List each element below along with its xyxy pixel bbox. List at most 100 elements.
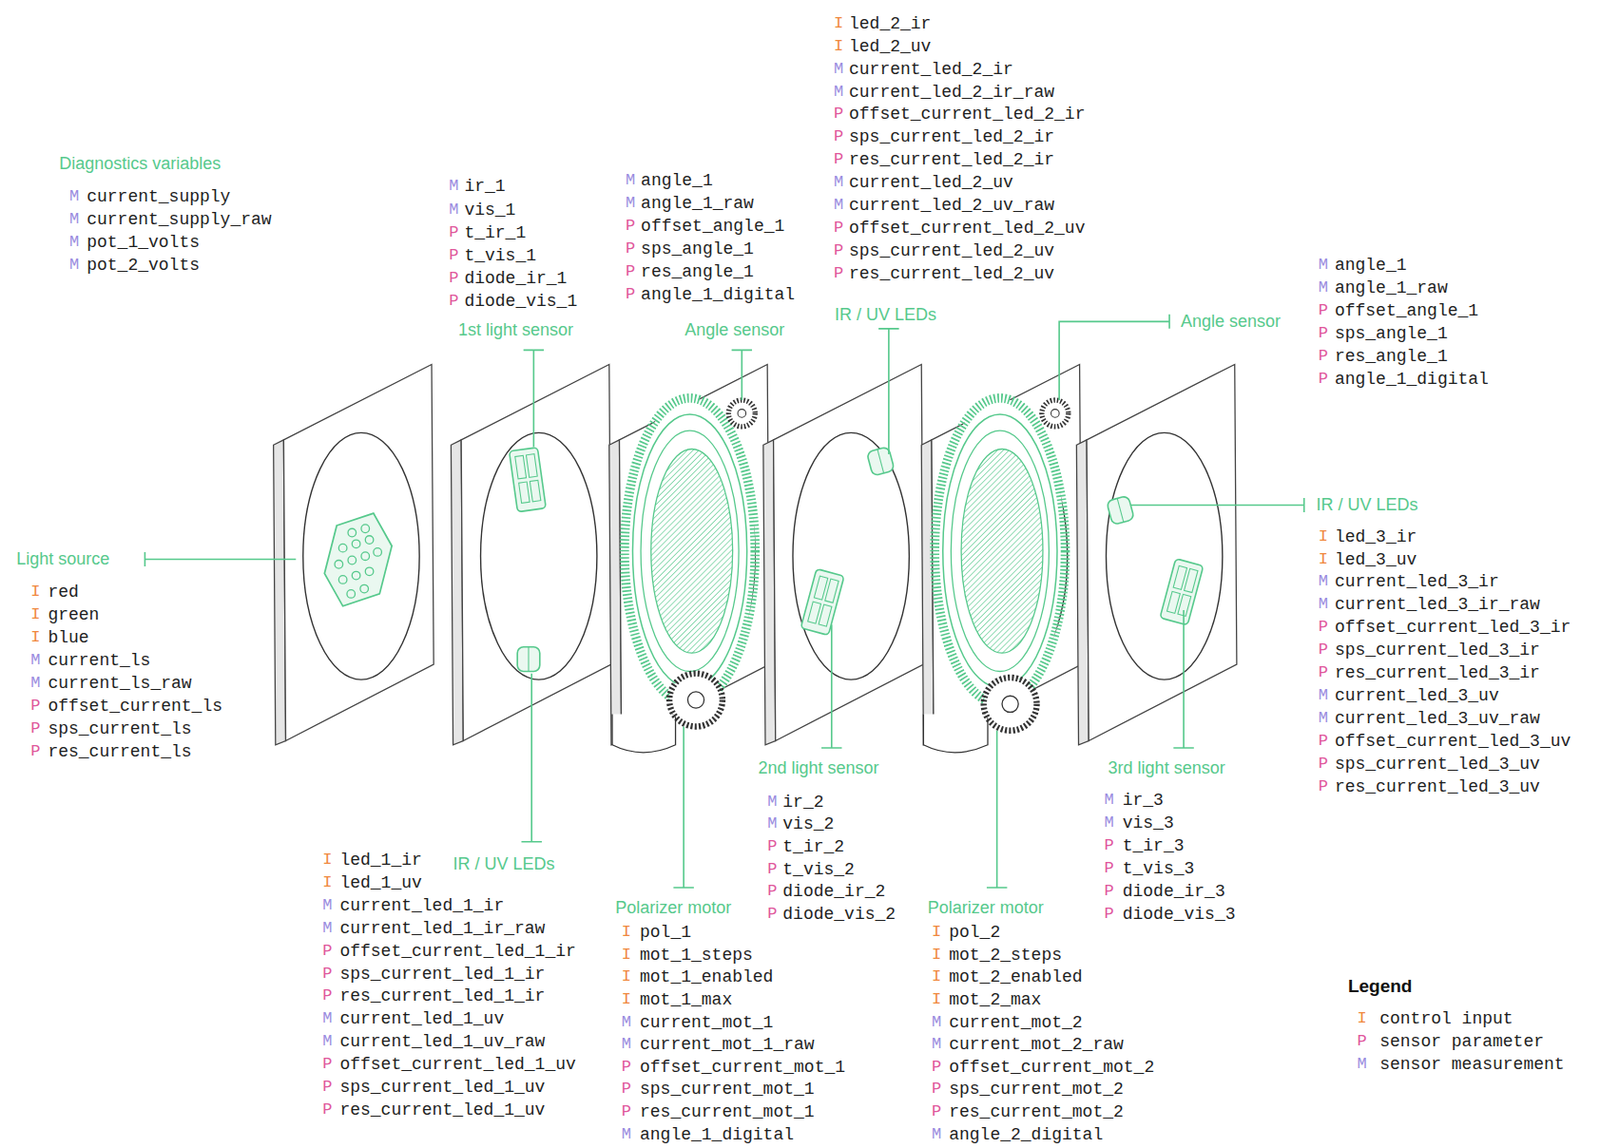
type-marker: M <box>448 198 459 222</box>
type-marker: M <box>1318 684 1329 708</box>
variable-name: current_mot_2_raw <box>948 1033 1124 1057</box>
variable-name: diode_vis_3 <box>1122 903 1236 926</box>
variable-name: angle_1 <box>640 169 714 193</box>
type-marker: P <box>30 694 40 718</box>
variable-name: current_led_3_uv_raw <box>1334 707 1541 731</box>
type-marker: I <box>931 965 942 989</box>
type-marker: M <box>767 790 777 814</box>
variable-name: res_current_led_2_uv <box>848 262 1055 286</box>
variable-name: current_supply <box>86 185 231 209</box>
type-marker: P <box>1318 752 1329 776</box>
type-marker: M <box>30 649 40 673</box>
variable-name: angle_1_digital <box>640 283 795 307</box>
component-title: Diagnostics variables <box>58 152 221 175</box>
type-marker: P <box>1318 299 1329 323</box>
variable-name: sps_angle_1 <box>640 237 754 261</box>
variable-name: t_ir_1 <box>463 221 526 245</box>
variable-name: current_led_2_ir_raw <box>848 80 1055 104</box>
type-marker: P <box>1318 661 1329 685</box>
variable-name: current_led_3_uv <box>1334 684 1500 708</box>
variable-name: led_1_ir <box>339 848 422 872</box>
type-marker: M <box>69 208 79 232</box>
type-marker: P <box>621 1056 632 1080</box>
variable-name: diode_vis_1 <box>463 289 578 313</box>
type-marker: M <box>833 171 844 194</box>
type-marker: M <box>931 1011 942 1035</box>
type-marker: P <box>1357 1030 1368 1054</box>
type-marker: P <box>1318 367 1329 391</box>
type-marker: M <box>1318 593 1329 617</box>
type-marker: M <box>1318 707 1329 731</box>
type-marker: M <box>833 80 844 104</box>
variable-name: res_current_led_2_ir <box>848 148 1055 172</box>
type-marker: M <box>69 253 79 277</box>
type-marker: P <box>1318 345 1329 368</box>
type-marker: P <box>1103 834 1114 858</box>
variable-name: mot_2_steps <box>948 944 1062 967</box>
variable-name: sps_current_mot_1 <box>639 1078 815 1101</box>
type-marker: P <box>30 717 40 741</box>
variable-name: current_mot_2 <box>948 1011 1082 1035</box>
type-marker: P <box>833 102 844 126</box>
variable-name: angle_1_raw <box>1334 276 1448 300</box>
variable-name: red <box>47 580 78 604</box>
type-marker: M <box>767 812 777 836</box>
variable-name: pol_1 <box>639 921 692 945</box>
variable-name: current_ls <box>47 649 151 673</box>
component-title: 1st light sensor <box>458 318 574 342</box>
type-marker: M <box>1357 1053 1368 1077</box>
type-marker: P <box>833 148 844 172</box>
type-marker: P <box>1318 730 1329 753</box>
type-marker: P <box>30 740 40 764</box>
type-marker: I <box>931 988 942 1012</box>
variable-name: sps_current_led_2_uv <box>848 239 1055 263</box>
variable-name: current_mot_1_raw <box>639 1033 815 1057</box>
variable-name: current_mot_1 <box>639 1011 773 1035</box>
type-marker: I <box>322 848 332 872</box>
type-marker: M <box>621 1033 632 1057</box>
type-marker: P <box>625 237 636 261</box>
variable-name: vis_2 <box>782 812 834 836</box>
type-marker: P <box>448 244 459 268</box>
type-marker: P <box>621 1100 632 1124</box>
type-marker: I <box>833 35 844 58</box>
type-marker: P <box>833 125 844 149</box>
variable-name: pol_2 <box>948 921 1001 945</box>
variable-name: res_angle_1 <box>1334 345 1448 368</box>
variable-name: diode_ir_2 <box>782 880 886 904</box>
variable-name: angle_1_digital <box>1334 367 1489 391</box>
variable-name: green <box>47 603 99 627</box>
variable-name: led_1_uv <box>339 871 422 895</box>
legend-text: control input <box>1379 1007 1513 1031</box>
type-marker: I <box>30 626 40 650</box>
variable-name: mot_2_max <box>948 988 1041 1012</box>
type-marker: P <box>767 835 777 859</box>
variable-name: led_3_ir <box>1334 525 1417 549</box>
variable-name: sps_current_mot_2 <box>948 1078 1124 1101</box>
type-marker: P <box>322 1098 332 1122</box>
type-marker: P <box>1103 857 1114 881</box>
component-title: Polarizer motor <box>927 896 1044 920</box>
type-marker: P <box>767 880 777 904</box>
variable-name: ir_2 <box>782 790 824 814</box>
variable-name: diode_vis_2 <box>782 903 896 926</box>
type-marker: P <box>448 289 459 313</box>
type-marker: M <box>322 1030 332 1054</box>
variable-name: offset_current_led_3_ir <box>1334 616 1571 639</box>
type-marker: P <box>767 903 777 926</box>
variable-name: offset_angle_1 <box>1334 299 1479 323</box>
type-marker: I <box>931 921 942 945</box>
variable-name: sps_current_led_1_ir <box>339 963 545 986</box>
variable-name: angle_1_digital <box>639 1123 794 1147</box>
variable-name: mot_1_max <box>639 988 733 1012</box>
type-marker: I <box>621 965 632 989</box>
variable-name: vis_1 <box>463 198 516 222</box>
variable-name: current_led_1_ir <box>339 894 504 918</box>
type-marker: P <box>1318 616 1329 639</box>
variable-name: offset_current_led_2_uv <box>848 216 1085 240</box>
type-marker: M <box>322 894 332 918</box>
variable-name: current_led_3_ir <box>1334 570 1500 594</box>
type-marker: M <box>931 1123 942 1147</box>
type-marker: P <box>833 216 844 240</box>
variable-name: sps_current_led_1_uv <box>339 1076 545 1099</box>
